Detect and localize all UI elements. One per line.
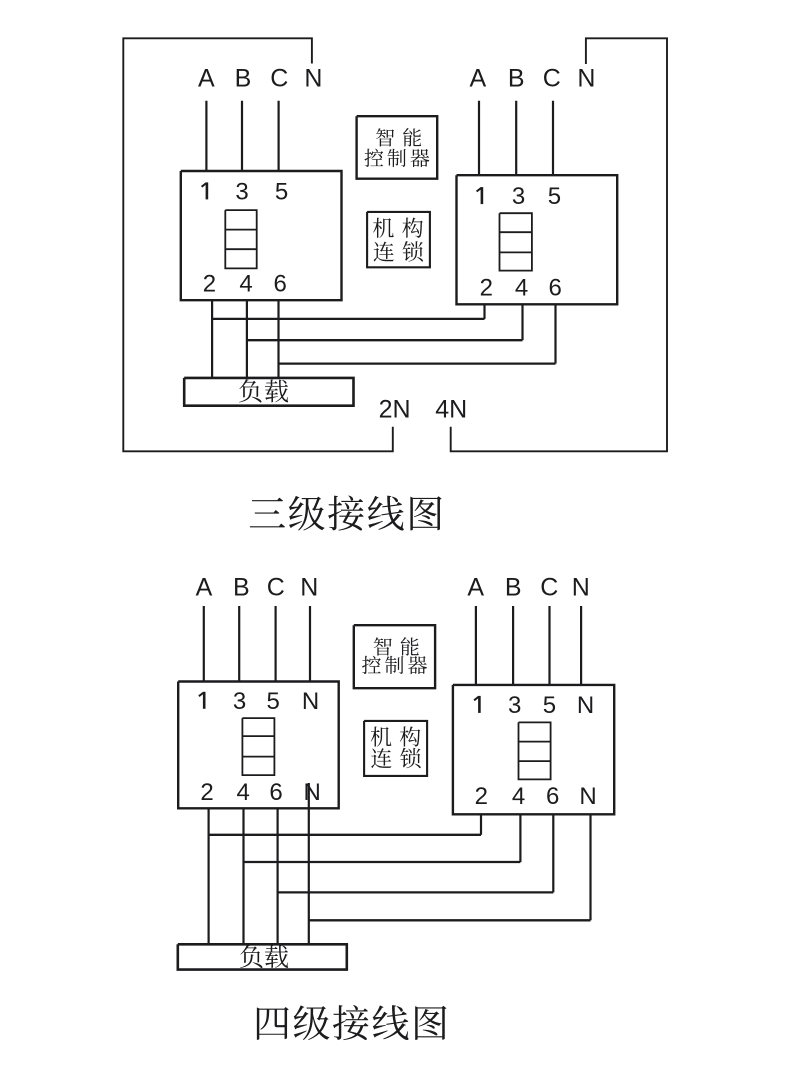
svg-text:3: 3 [508,692,521,719]
svg-text:6: 6 [274,271,287,298]
svg-text:N: N [572,573,590,601]
svg-text:N: N [577,65,595,93]
svg-text:A: A [467,573,484,601]
svg-text:2N: 2N [379,396,411,424]
svg-text:4: 4 [239,271,252,298]
svg-text:4N: 4N [435,396,467,424]
svg-text:2: 2 [203,271,216,298]
svg-text:B: B [505,573,522,601]
svg-text:3: 3 [235,178,248,205]
svg-text:3: 3 [233,688,246,715]
svg-text:A: A [470,65,487,93]
svg-text:4: 4 [512,783,525,810]
svg-text:5: 5 [267,688,280,715]
svg-text:6: 6 [546,783,559,810]
svg-text:B: B [233,573,250,601]
svg-text:C: C [270,65,288,93]
svg-text:2: 2 [200,779,213,806]
svg-text:B: B [235,65,252,93]
svg-text:A: A [196,573,213,601]
svg-text:2: 2 [475,783,488,810]
svg-text:5: 5 [275,178,288,205]
svg-text:4: 4 [515,274,528,301]
svg-text:A: A [198,65,215,93]
svg-text:B: B [508,65,525,93]
svg-text:C: C [267,573,285,601]
svg-text:6: 6 [549,274,562,301]
svg-text:N: N [300,573,318,601]
svg-text:6: 6 [269,779,282,806]
svg-text:5: 5 [548,183,561,210]
svg-text:N: N [302,688,319,715]
svg-text:4: 4 [237,779,250,806]
svg-text:C: C [540,573,558,601]
svg-text:N: N [577,692,594,719]
svg-text:5: 5 [543,692,556,719]
svg-text:N: N [304,65,322,93]
svg-text:C: C [543,65,561,93]
svg-text:N: N [304,779,321,806]
svg-text:N: N [579,783,596,810]
svg-text:3: 3 [512,183,525,210]
svg-text:2: 2 [480,274,493,301]
